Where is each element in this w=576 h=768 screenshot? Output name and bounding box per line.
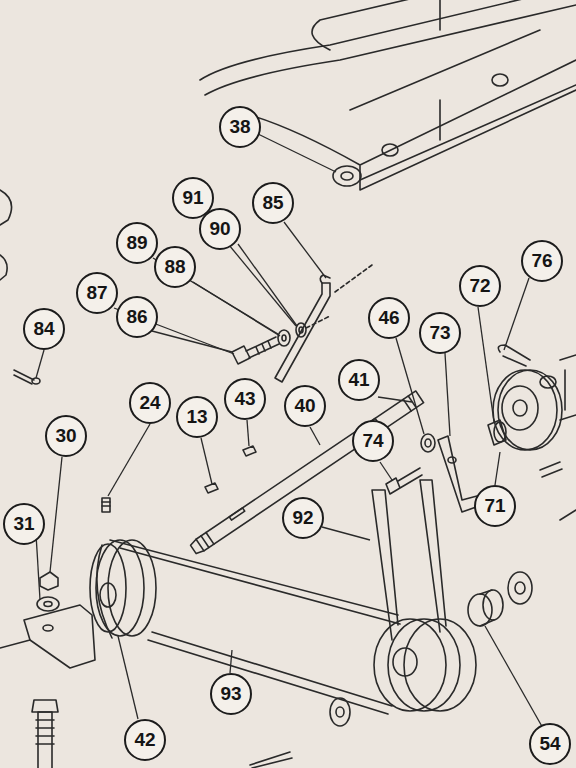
callout-number: 87 [86, 282, 107, 304]
callout-circle: 74 [352, 420, 394, 462]
callout-number: 74 [362, 430, 383, 452]
callout-number: 42 [134, 729, 155, 751]
callout-circle: 24 [129, 382, 171, 424]
callout-number: 30 [55, 425, 76, 447]
callout-circle: 88 [154, 246, 196, 288]
callout-circle: 89 [116, 222, 158, 264]
callout-circle: 41 [338, 359, 380, 401]
callout-circle: 31 [3, 503, 45, 545]
callout-number: 90 [209, 218, 230, 240]
callout-number: 46 [378, 307, 399, 329]
callout-number: 89 [126, 232, 147, 254]
callout-number: 13 [186, 406, 207, 428]
callout-circle: 40 [284, 385, 326, 427]
callout-circle: 38 [219, 106, 261, 148]
callout-circle: 84 [23, 308, 65, 350]
callout-circle: 13 [176, 396, 218, 438]
callout-circle: 43 [224, 378, 266, 420]
callout-number: 41 [348, 369, 369, 391]
callout-circle: 76 [521, 240, 563, 282]
callout-number: 85 [262, 192, 283, 214]
callout-number: 93 [220, 683, 241, 705]
callout-circle: 54 [529, 723, 571, 765]
callout-circle: 90 [199, 208, 241, 250]
callout-number: 86 [126, 306, 147, 328]
callout-circle: 93 [210, 673, 252, 715]
callout-circle: 30 [45, 415, 87, 457]
callout-number: 91 [182, 187, 203, 209]
callout-number: 92 [292, 507, 313, 529]
callout-circle: 92 [282, 497, 324, 539]
callout-circle: 71 [474, 485, 516, 527]
callout-number: 71 [484, 495, 505, 517]
callout-number: 43 [234, 388, 255, 410]
callout-number: 76 [531, 250, 552, 272]
callout-number: 38 [229, 116, 250, 138]
callout-circle: 42 [124, 719, 166, 761]
callout-circle: 85 [252, 182, 294, 224]
callout-circle: 73 [419, 312, 461, 354]
callout-circle: 46 [368, 297, 410, 339]
callout-number: 24 [139, 392, 160, 414]
callout-circle: 86 [116, 296, 158, 338]
callout-circle: 72 [459, 265, 501, 307]
callout-number: 73 [429, 322, 450, 344]
callout-number: 84 [33, 318, 54, 340]
callout-number: 40 [294, 395, 315, 417]
callout-number: 72 [469, 275, 490, 297]
callout-number: 31 [13, 513, 34, 535]
callout-circle: 87 [76, 272, 118, 314]
callout-number: 88 [164, 256, 185, 278]
callout-number: 54 [539, 733, 560, 755]
